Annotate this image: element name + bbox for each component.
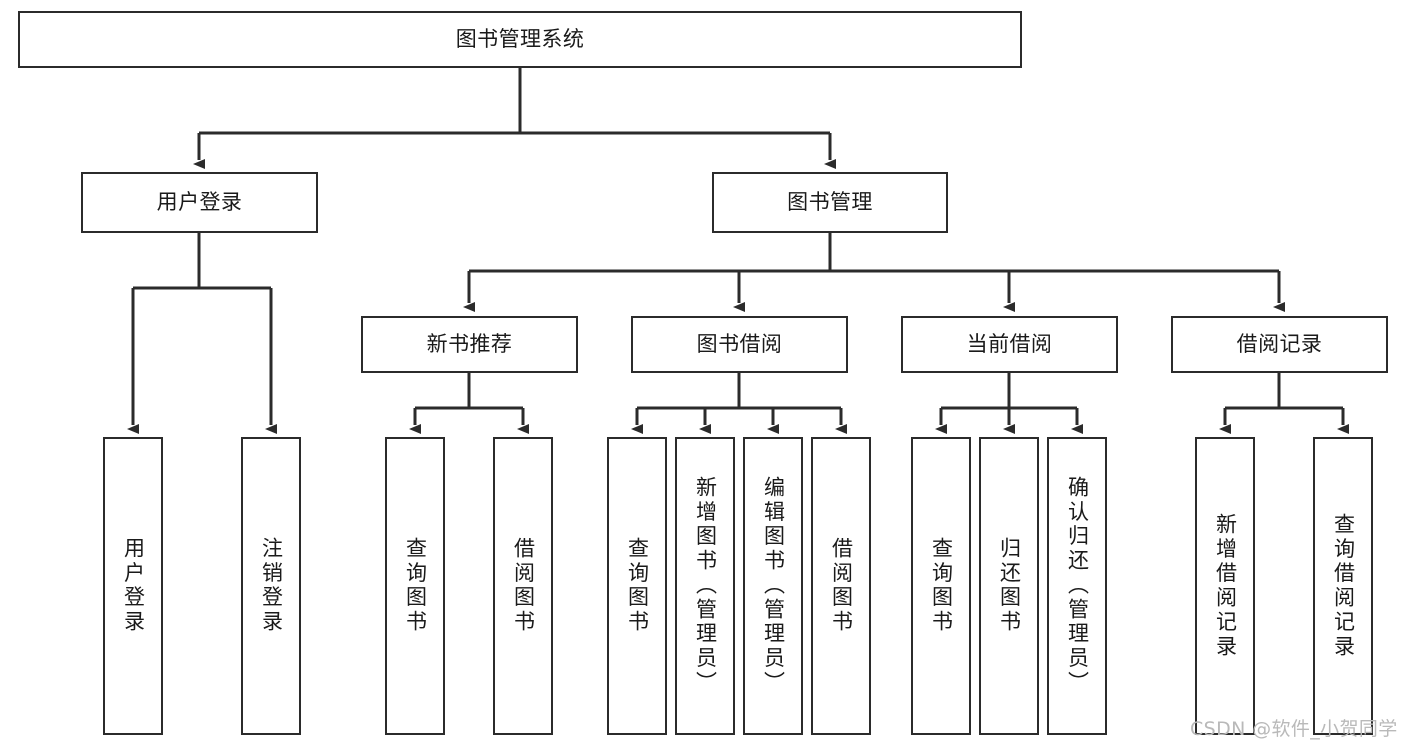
node-leaf-query-book-1-label: 查询图书 — [403, 537, 428, 635]
node-new-book-recommend-label: 新书推荐 — [426, 332, 513, 357]
node-leaf-query-record[interactable]: 查询借阅记录 — [1313, 437, 1373, 735]
node-leaf-borrow-book-1-label: 借阅图书 — [511, 537, 536, 635]
node-leaf-query-book-2[interactable]: 查询图书 — [607, 437, 667, 735]
node-book-borrow-label: 图书借阅 — [696, 332, 783, 357]
node-current-borrow[interactable]: 当前借阅 — [901, 316, 1118, 373]
node-user-login-label: 用户登录 — [156, 190, 243, 215]
node-leaf-edit-book-label: 编辑图书（管理员） — [761, 476, 786, 696]
node-leaf-query-book-3[interactable]: 查询图书 — [911, 437, 971, 735]
node-current-borrow-label: 当前借阅 — [966, 332, 1053, 357]
node-leaf-borrow-book-2[interactable]: 借阅图书 — [811, 437, 871, 735]
node-leaf-logout[interactable]: 注销登录 — [241, 437, 301, 735]
node-leaf-add-record[interactable]: 新增借阅记录 — [1195, 437, 1255, 735]
node-leaf-confirm-return-label: 确认归还（管理员） — [1065, 476, 1090, 696]
node-leaf-borrow-book-1[interactable]: 借阅图书 — [493, 437, 553, 735]
node-leaf-add-record-label: 新增借阅记录 — [1213, 512, 1238, 660]
node-leaf-return-book[interactable]: 归还图书 — [979, 437, 1039, 735]
node-leaf-query-book-2-label: 查询图书 — [625, 537, 650, 635]
node-leaf-return-book-label: 归还图书 — [997, 537, 1022, 635]
node-borrow-record[interactable]: 借阅记录 — [1171, 316, 1388, 373]
node-new-book-recommend[interactable]: 新书推荐 — [361, 316, 578, 373]
node-book-manage[interactable]: 图书管理 — [712, 172, 948, 233]
node-leaf-query-book-3-label: 查询图书 — [929, 537, 954, 635]
node-leaf-edit-book[interactable]: 编辑图书（管理员） — [743, 437, 803, 735]
node-book-manage-label: 图书管理 — [787, 190, 873, 215]
node-leaf-confirm-return[interactable]: 确认归还（管理员） — [1047, 437, 1107, 735]
node-leaf-query-book-1[interactable]: 查询图书 — [385, 437, 445, 735]
node-user-login[interactable]: 用户登录 — [81, 172, 318, 233]
node-root-label: 图书管理系统 — [455, 27, 585, 52]
node-leaf-logout-label: 注销登录 — [259, 537, 284, 635]
node-book-borrow[interactable]: 图书借阅 — [631, 316, 848, 373]
node-borrow-record-label: 借阅记录 — [1236, 332, 1323, 357]
node-leaf-borrow-book-2-label: 借阅图书 — [829, 537, 854, 635]
node-leaf-add-book-label: 新增图书（管理员） — [693, 476, 718, 696]
node-leaf-add-book[interactable]: 新增图书（管理员） — [675, 437, 735, 735]
node-leaf-user-login[interactable]: 用户登录 — [103, 437, 163, 735]
node-leaf-query-record-label: 查询借阅记录 — [1331, 512, 1356, 660]
node-root[interactable]: 图书管理系统 — [18, 11, 1022, 68]
node-leaf-user-login-label: 用户登录 — [121, 537, 146, 635]
csdn-watermark: CSDN @软件_小贺同学 — [1190, 718, 1398, 740]
